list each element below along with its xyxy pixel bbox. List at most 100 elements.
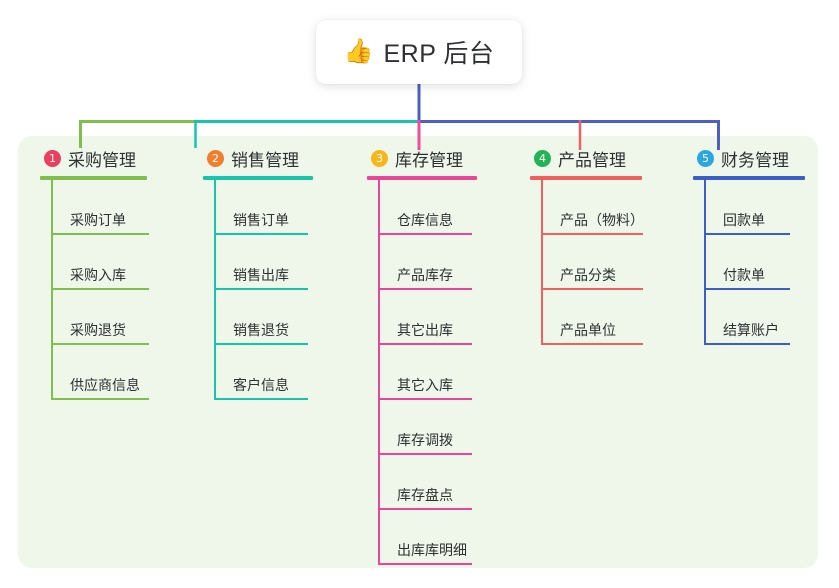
- branch-column-4: 4 产品管理产品（物料） 产品分类产品单位: [530, 146, 644, 345]
- branch-item-underline: [216, 398, 308, 400]
- branch-item-underline: [380, 453, 472, 455]
- branch-column-1: 1 采购管理采购订单采购入库采购退货供应商信息: [40, 146, 149, 400]
- branch-item[interactable]: 库存盘点: [380, 455, 477, 510]
- branch-items-3: 仓库信息产品库存其它出库其它入库库存调拨库存盘点出库库明细: [367, 180, 477, 565]
- branch-trunk-line: [51, 180, 53, 400]
- branch-item-label: 客户信息: [233, 377, 289, 393]
- branch-number-badge: 5: [697, 149, 714, 167]
- branch-item[interactable]: 产品（物料）: [543, 180, 644, 235]
- root-node[interactable]: 👍 ERP 后台: [316, 20, 522, 84]
- branch-header-underline: [203, 176, 313, 180]
- branch-trunk-line: [541, 180, 543, 345]
- branch-item[interactable]: 回款单: [706, 180, 805, 235]
- branch-item-underline: [380, 508, 472, 510]
- branch-items-1: 采购订单采购入库采购退货供应商信息: [40, 180, 149, 400]
- branch-item[interactable]: 产品单位: [543, 290, 643, 345]
- branch-item[interactable]: 产品库存: [380, 235, 477, 290]
- branch-item[interactable]: 销售退货: [216, 290, 313, 345]
- branch-items-5: 回款单付款单结算账户: [693, 180, 805, 345]
- branch-title: 产品管理: [558, 150, 626, 170]
- branch-number-badge: 1: [44, 149, 61, 167]
- branch-number-badge: 2: [207, 149, 224, 167]
- branch-item[interactable]: 销售订单: [216, 180, 313, 235]
- branch-items-4: 产品（物料） 产品分类产品单位: [530, 180, 644, 345]
- branch-item[interactable]: 出库库明细: [380, 510, 477, 565]
- branch-header-underline: [530, 176, 642, 180]
- branch-header-3[interactable]: 3 库存管理: [367, 146, 477, 170]
- branch-item-label: 产品（物料）: [560, 212, 644, 228]
- branch-trunk-line: [704, 180, 706, 345]
- branch-item-label: 产品库存: [397, 267, 453, 283]
- branch-item-underline: [380, 233, 472, 235]
- branch-item-underline: [380, 398, 472, 400]
- branch-item-underline: [53, 288, 149, 290]
- branch-trunk-line: [214, 180, 216, 400]
- branch-header-4[interactable]: 4 产品管理: [530, 146, 642, 170]
- branch-item-label: 仓库信息: [397, 212, 453, 228]
- branch-item-underline: [543, 288, 643, 290]
- branch-item-underline: [706, 233, 790, 235]
- branch-item-underline: [380, 563, 472, 565]
- branch-item-underline: [53, 233, 149, 235]
- branch-header-underline: [40, 176, 147, 180]
- branch-item-label: 付款单: [723, 267, 765, 283]
- branch-item-underline: [543, 233, 643, 235]
- branch-column-3: 3 库存管理仓库信息产品库存其它出库其它入库库存调拨库存盘点出库库明细: [367, 146, 477, 565]
- branch-item[interactable]: 库存调拨: [380, 400, 477, 455]
- diagram-background-panel: [18, 136, 818, 568]
- branch-title: 销售管理: [231, 150, 299, 170]
- branch-item-label: 出库库明细: [397, 542, 467, 558]
- branch-item-underline: [216, 343, 308, 345]
- branch-item-label: 销售退货: [233, 322, 289, 338]
- branch-item[interactable]: 供应商信息: [53, 345, 149, 400]
- branch-item[interactable]: 采购入库: [53, 235, 149, 290]
- branch-item-label: 销售出库: [233, 267, 289, 283]
- branch-item-label: 结算账户: [723, 322, 779, 338]
- branch-title: 采购管理: [68, 150, 136, 170]
- branch-header-2[interactable]: 2 销售管理: [203, 146, 313, 170]
- branch-item[interactable]: 销售出库: [216, 235, 313, 290]
- branch-item-label: 回款单: [723, 212, 765, 228]
- branch-item-underline: [53, 398, 149, 400]
- thumbs-up-icon: 👍: [343, 38, 374, 65]
- branch-item-label: 销售订单: [233, 212, 289, 228]
- branch-item-underline: [380, 343, 472, 345]
- branch-item-label: 库存调拨: [397, 432, 453, 448]
- branch-item-underline: [380, 288, 472, 290]
- branch-item[interactable]: 仓库信息: [380, 180, 477, 235]
- branch-title: 库存管理: [395, 150, 463, 170]
- branch-header-underline: [693, 176, 805, 180]
- branch-item-underline: [543, 343, 643, 345]
- branch-item-underline: [216, 233, 308, 235]
- branch-header-underline: [367, 176, 477, 180]
- branch-item-label: 产品分类: [560, 267, 616, 283]
- branch-column-2: 2 销售管理销售订单销售出库销售退货客户信息: [203, 146, 313, 400]
- branch-item[interactable]: 付款单: [706, 235, 805, 290]
- branch-item[interactable]: 产品分类: [543, 235, 643, 290]
- branch-item-label: 采购入库: [70, 267, 126, 283]
- branch-item-label: 采购订单: [70, 212, 126, 228]
- branch-item-label: 其它入库: [397, 377, 453, 393]
- branch-trunk-line: [378, 180, 380, 565]
- branch-item-label: 产品单位: [560, 322, 616, 338]
- branch-item-underline: [216, 288, 308, 290]
- branch-header-1[interactable]: 1 采购管理: [40, 146, 147, 170]
- branch-item-label: 供应商信息: [70, 377, 140, 393]
- branch-number-badge: 4: [534, 149, 551, 167]
- branch-item-label: 其它出库: [397, 322, 453, 338]
- branch-item[interactable]: 采购订单: [53, 180, 149, 235]
- root-node-title: ERP 后台: [383, 40, 495, 68]
- branch-items-2: 销售订单销售出库销售退货客户信息: [203, 180, 313, 400]
- branch-item[interactable]: 采购退货: [53, 290, 149, 345]
- branch-item[interactable]: 结算账户: [706, 290, 805, 345]
- branch-number-badge: 3: [371, 149, 388, 167]
- branch-item[interactable]: 客户信息: [216, 345, 313, 400]
- branch-item-underline: [706, 343, 790, 345]
- branch-item-label: 库存盘点: [397, 487, 453, 503]
- branch-item[interactable]: 其它出库: [380, 290, 477, 345]
- branch-item[interactable]: 其它入库: [380, 345, 477, 400]
- branch-item-underline: [53, 343, 149, 345]
